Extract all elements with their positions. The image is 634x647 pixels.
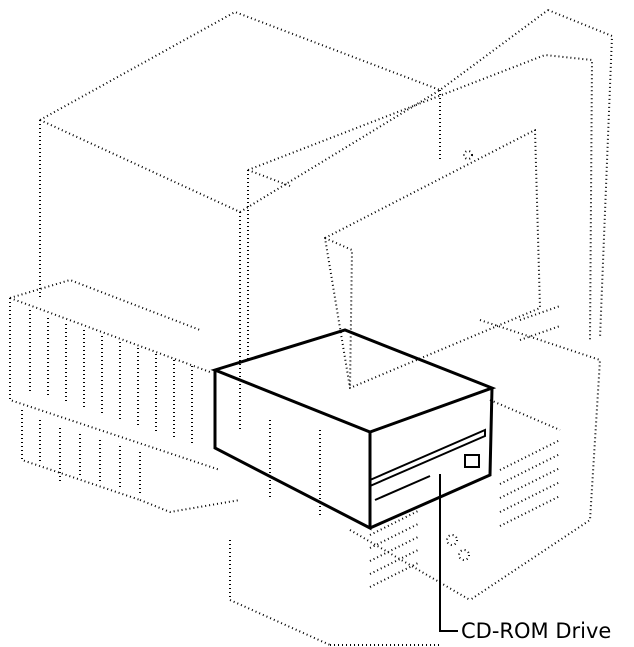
callout-cd-rom-drive: CD-ROM Drive [439, 474, 611, 643]
computer-chassis-outline [9, 9, 613, 646]
cd-rom-drive-outline [210, 328, 497, 531]
callout-leader-line [439, 474, 458, 632]
callout-label: CD-ROM Drive [461, 619, 611, 643]
